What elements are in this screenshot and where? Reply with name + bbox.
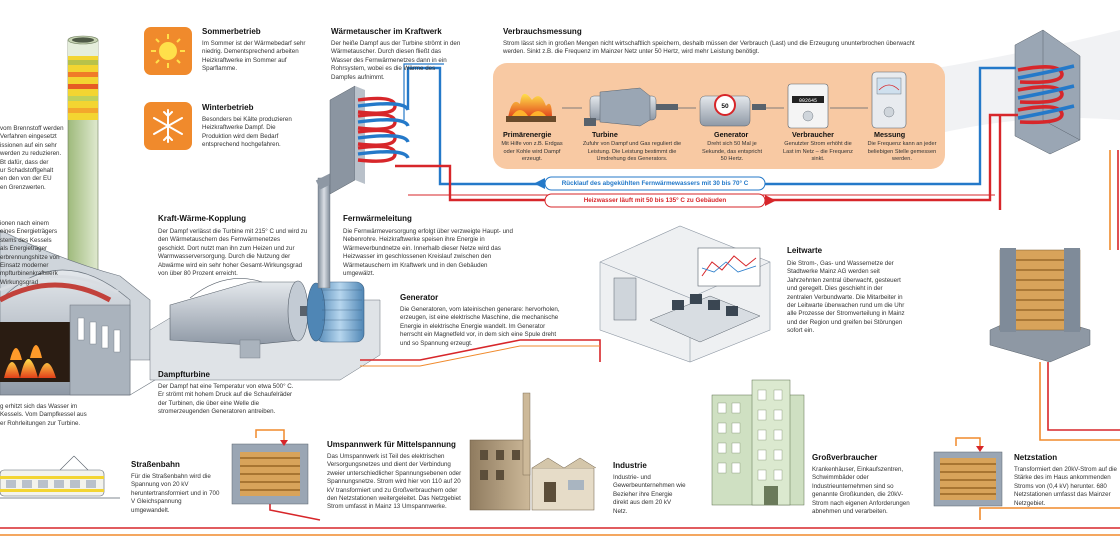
chain-title-turbine: Turbine bbox=[592, 130, 618, 139]
meter-icon bbox=[787, 83, 829, 129]
umspannwerk-text: Das Umspannwerk ist Teil des elektrische… bbox=[327, 453, 462, 511]
power-lines bbox=[0, 150, 1120, 536]
boiler-house bbox=[0, 229, 156, 396]
chimney bbox=[67, 35, 99, 276]
turbine-icon bbox=[584, 87, 678, 127]
winter-text: Besonders bei Kälte produzieren Heizkraf… bbox=[202, 116, 292, 149]
strassenbahn-text: Für die Straßenbahn wird die Spannung vo… bbox=[131, 473, 220, 514]
return-flow-label: Rücklauf des abgekühlten Fernwärmewasser… bbox=[561, 180, 749, 187]
boiler-fragment-text: ionen nach einem eines Energieträgers st… bbox=[0, 220, 60, 286]
chain-text-turbine: Zufuhr von Dampf und Gas reguliert die L… bbox=[582, 141, 682, 163]
umspannwerk-title: Umspannwerk für Mittelspannung bbox=[327, 440, 456, 449]
turbine-assembly bbox=[149, 170, 381, 381]
meter-digits: 002645 bbox=[799, 98, 817, 104]
chain-text-messung: Die Frequenz kann an jeder beliebigen St… bbox=[867, 141, 937, 163]
summer-title: Sommerbetrieb bbox=[202, 27, 261, 36]
substation-transformer bbox=[231, 429, 309, 505]
return-arrow-left bbox=[534, 178, 545, 189]
network-station-transformer bbox=[933, 437, 1003, 507]
chain-title-messung: Messung bbox=[874, 130, 906, 139]
grossverbraucher-title: Großverbraucher bbox=[812, 453, 878, 462]
tram bbox=[0, 455, 120, 499]
summer-text: Im Sommer ist der Wärmebedarf sehr niedr… bbox=[202, 40, 306, 73]
kwk-title: Kraft-Wärme-Kopplung bbox=[158, 214, 246, 223]
fernwaermeleitung-text: Die Fernwärmeversorgung erfolgt über ver… bbox=[343, 228, 513, 278]
chain-text-generator: Dreht sich 50 Mal je Sekunde, das entspr… bbox=[701, 141, 762, 163]
dampfturbine-text: Der Dampf hat eine Temperatur von etwa 5… bbox=[158, 383, 294, 416]
chain-text-verbraucher: Genutzter Strom erhöht die Last im Netz … bbox=[783, 141, 853, 163]
waermetauscher-text: Der heiße Dampf aus der Turbine strömt i… bbox=[331, 40, 461, 81]
industrie-text: Industrie- und Gewerbeunternehmen wie Be… bbox=[613, 474, 686, 515]
chimney-fragment-text: vom Brennstoff werden Verfahren eingeset… bbox=[0, 125, 64, 191]
dampfturbine-title: Dampfturbine bbox=[158, 370, 210, 379]
netzstation-text: Transformiert den 20kV-Strom auf die Stä… bbox=[1014, 466, 1117, 507]
sun-icon bbox=[151, 34, 185, 68]
supply-flow-label: Heizwasser läuft mit 50 bis 135° C zu Ge… bbox=[583, 197, 727, 204]
winter-title: Winterbetrieb bbox=[202, 103, 254, 112]
industrie-title: Industrie bbox=[613, 461, 647, 470]
chain-text-primaerenergie: Mit Hilfe von z.B. Erdgas oder Kohle wir… bbox=[501, 141, 563, 163]
supply-arrow-right bbox=[765, 195, 776, 206]
chain-title-generator: Generator bbox=[714, 130, 749, 139]
generator-text: Die Generatoren, vom lateinischen genera… bbox=[400, 306, 560, 347]
measuring-device-icon bbox=[871, 71, 907, 129]
grossverbraucher-text: Krankenhäuser, Einkaufszentren, Schwimmb… bbox=[812, 466, 910, 516]
control-room bbox=[599, 225, 771, 363]
industry-plant bbox=[469, 392, 597, 511]
flame-icon bbox=[506, 93, 556, 122]
waermetauscher-title: Wärmetauscher im Kraftwerk bbox=[331, 27, 442, 36]
generator-badge: 50 bbox=[721, 103, 729, 110]
plant-heat-exchanger bbox=[329, 85, 410, 195]
generator-icon bbox=[699, 94, 766, 127]
fernwaermeleitung-title: Fernwärmeleitung bbox=[343, 214, 412, 223]
main-transformer bbox=[989, 248, 1091, 363]
netzstation-title: Netzstation bbox=[1014, 453, 1058, 462]
leitwarte-text: Die Strom-, Gas- und Wassernetze der Sta… bbox=[787, 260, 905, 335]
verbrauchsmessung-title: Verbrauchsmessung bbox=[503, 27, 582, 36]
water-fragment-text: g erhitzt sich das Wasser im Kessels. Vo… bbox=[0, 403, 87, 427]
kwk-text: Der Dampf verlässt die Turbine mit 215° … bbox=[158, 228, 308, 278]
snowflake-icon bbox=[153, 109, 183, 143]
building-heat-exchanger bbox=[1014, 29, 1081, 155]
chain-title-primaerenergie: Primärenergie bbox=[503, 130, 552, 139]
chain-title-verbraucher: Verbraucher bbox=[792, 130, 834, 139]
generator-title: Generator bbox=[400, 293, 439, 302]
verbrauchsmessung-text: Strom lässt sich in großen Mengen nicht … bbox=[503, 40, 915, 56]
strassenbahn-title: Straßenbahn bbox=[131, 460, 180, 469]
leitwarte-title: Leitwarte bbox=[787, 246, 823, 255]
large-consumer-building bbox=[711, 379, 805, 506]
